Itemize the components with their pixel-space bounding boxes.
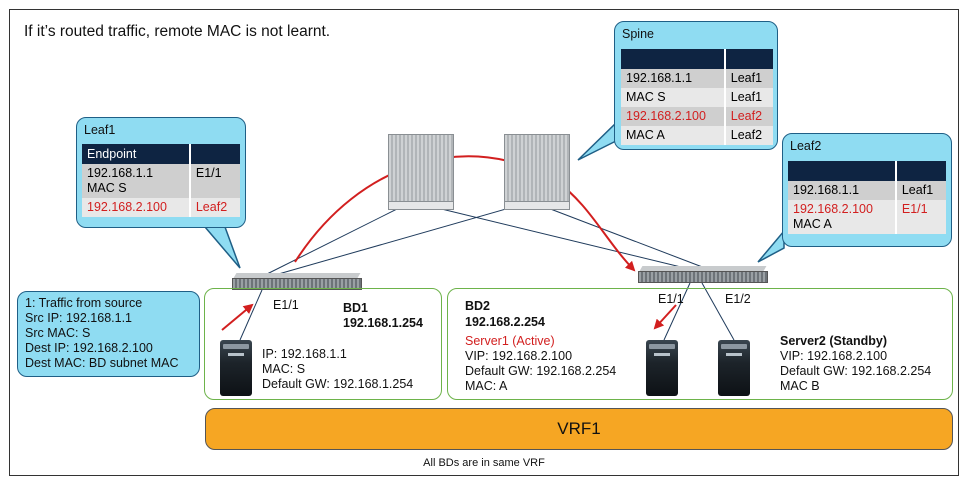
table-row: 192.168.1.1 Leaf1 [788,181,946,200]
traffic-line: Dest MAC: BD subnet MAC [25,356,179,370]
host-server-icon [220,340,252,396]
server1-vip: VIP: 192.168.2.100 [465,349,573,363]
table-cell: 192.168.1.1 [621,69,726,88]
table-cell: Leaf2 [724,126,773,145]
diagram-frame [9,9,959,476]
leaf1-endpoint-table: Endpoint 192.168.1.1 MAC S E1/1 192.168.… [82,144,240,217]
leaf2-row2-ip: 192.168.2.100 [793,202,873,216]
bd2-box [447,288,953,400]
table-cell: 192.168.2.100 MAC A [788,200,897,234]
leaf2-port2-label: E1/2 [725,292,751,306]
server2-mac: MAC B [780,379,820,393]
table-row: 192.168.2.100 Leaf2 [82,198,240,217]
spine-switch-2 [504,134,570,210]
leaf1-callout-pointer [203,226,241,269]
table-cell: MAC S [621,88,726,107]
table-cell: 192.168.1.1 MAC S [82,164,191,198]
bd1-host-ip: IP: 192.168.1.1 [262,347,347,361]
traffic-line: Src IP: 192.168.1.1 [25,311,133,325]
leaf2-callout: Leaf2 192.168.1.1 Leaf1 192.168.2.100 MA… [782,133,952,247]
server1-mac: MAC: A [465,379,508,393]
bd2-subnet: 192.168.2.254 [465,315,545,329]
table-header-row: Endpoint [82,144,240,164]
vrf-label: VRF1 [557,419,601,438]
server1-icon [646,340,678,396]
table-header-cell [189,144,240,164]
link-leaf2-server1 [663,282,691,341]
spine-endpoint-table: 192.168.1.1 Leaf1 MAC S Leaf1 192.168.2.… [621,49,773,145]
link-leaf2-server2 [701,282,735,341]
table-header-row [788,161,946,181]
table-cell: E1/1 [189,164,240,198]
leaf1-row1-mac: MAC S [87,181,127,195]
link-leaf1-host [239,289,263,341]
bd1-host-gw: Default GW: 192.168.1.254 [262,377,414,391]
table-row: MAC S Leaf1 [621,88,773,107]
traffic-source-callout: 1: Traffic from source Src IP: 192.168.1… [17,291,200,377]
table-header-cell [895,161,946,181]
vrf-bar: VRF1 [205,408,953,450]
traffic-line: Src MAC: S [25,326,91,340]
table-row: MAC A Leaf2 [621,126,773,145]
leaf2-row2-mac: MAC A [793,217,832,231]
server2-name: Server2 (Standby) [780,334,887,348]
leaf1-callout: Leaf1 Endpoint 192.168.1.1 MAC S E1/1 19… [76,117,246,228]
table-cell: 192.168.2.100 [82,198,191,217]
bd1-host-mac: MAC: S [262,362,306,376]
table-row: 192.168.1.1 MAC S E1/1 [82,164,240,198]
traffic-line: Dest IP: 192.168.2.100 [25,341,153,355]
table-cell: Leaf1 [895,181,946,200]
link-spine2-leaf1 [274,204,521,276]
table-cell: 192.168.1.1 [788,181,897,200]
table-cell: Leaf2 [189,198,240,217]
bd1-name: BD1 [343,301,369,315]
table-header-cell [788,161,897,181]
leaf2-callout-title: Leaf2 [790,139,822,153]
leaf2-switch [638,266,768,283]
link-spine2-leaf2 [539,204,706,269]
table-header-cell: Endpoint [82,144,191,164]
spine-callout: Spine 192.168.1.1 Leaf1 MAC S Leaf1 192.… [614,21,778,150]
spine-callout-title: Spine [622,27,654,41]
table-cell: Leaf2 [724,107,773,126]
routed-traffic-arrow [294,155,636,272]
link-spine1-leaf2 [424,204,686,269]
table-row: 192.168.2.100 Leaf2 [621,107,773,126]
table-cell: Leaf1 [724,69,773,88]
leaf1-port-label: E1/1 [273,298,299,312]
bd1-subnet: 192.168.1.254 [343,316,423,330]
server1-gw: Default GW: 192.168.2.254 [465,364,617,378]
link-spine1-leaf1 [264,204,406,276]
table-cell: 192.168.2.100 [621,107,726,126]
leaf2-callout-pointer [757,228,785,263]
traffic-line: 1: Traffic from source [25,296,143,310]
leaf2-port1-label: E1/1 [658,292,684,306]
leaf2-endpoint-table: 192.168.1.1 Leaf1 192.168.2.100 MAC A E1… [788,161,946,234]
table-header-row [621,49,773,69]
table-header-cell [724,49,773,69]
source-arrow [221,303,254,331]
table-cell: MAC A [621,126,726,145]
vrf-caption: All BDs are in same VRF [423,457,545,469]
delivery-arrow [653,304,677,330]
server2-gw: Default GW: 192.168.2.254 [780,364,932,378]
spine-switch-1 [388,134,454,210]
server2-icon [718,340,750,396]
leaf1-switch [232,273,362,290]
table-cell: E1/1 [895,200,946,234]
server2-vip: VIP: 192.168.2.100 [780,349,888,363]
leaf1-callout-title: Leaf1 [84,123,116,137]
table-row: 192.168.2.100 MAC A E1/1 [788,200,946,234]
table-row: 192.168.1.1 Leaf1 [621,69,773,88]
leaf1-row1-ip: 192.168.1.1 [87,166,154,180]
bd1-box [204,288,442,400]
server1-name: Server1 (Active) [465,334,555,348]
bd2-name: BD2 [465,299,491,313]
table-cell: Leaf1 [724,88,773,107]
page-heading: If it’s routed traffic, remote MAC is no… [24,23,331,40]
table-header-cell [621,49,726,69]
